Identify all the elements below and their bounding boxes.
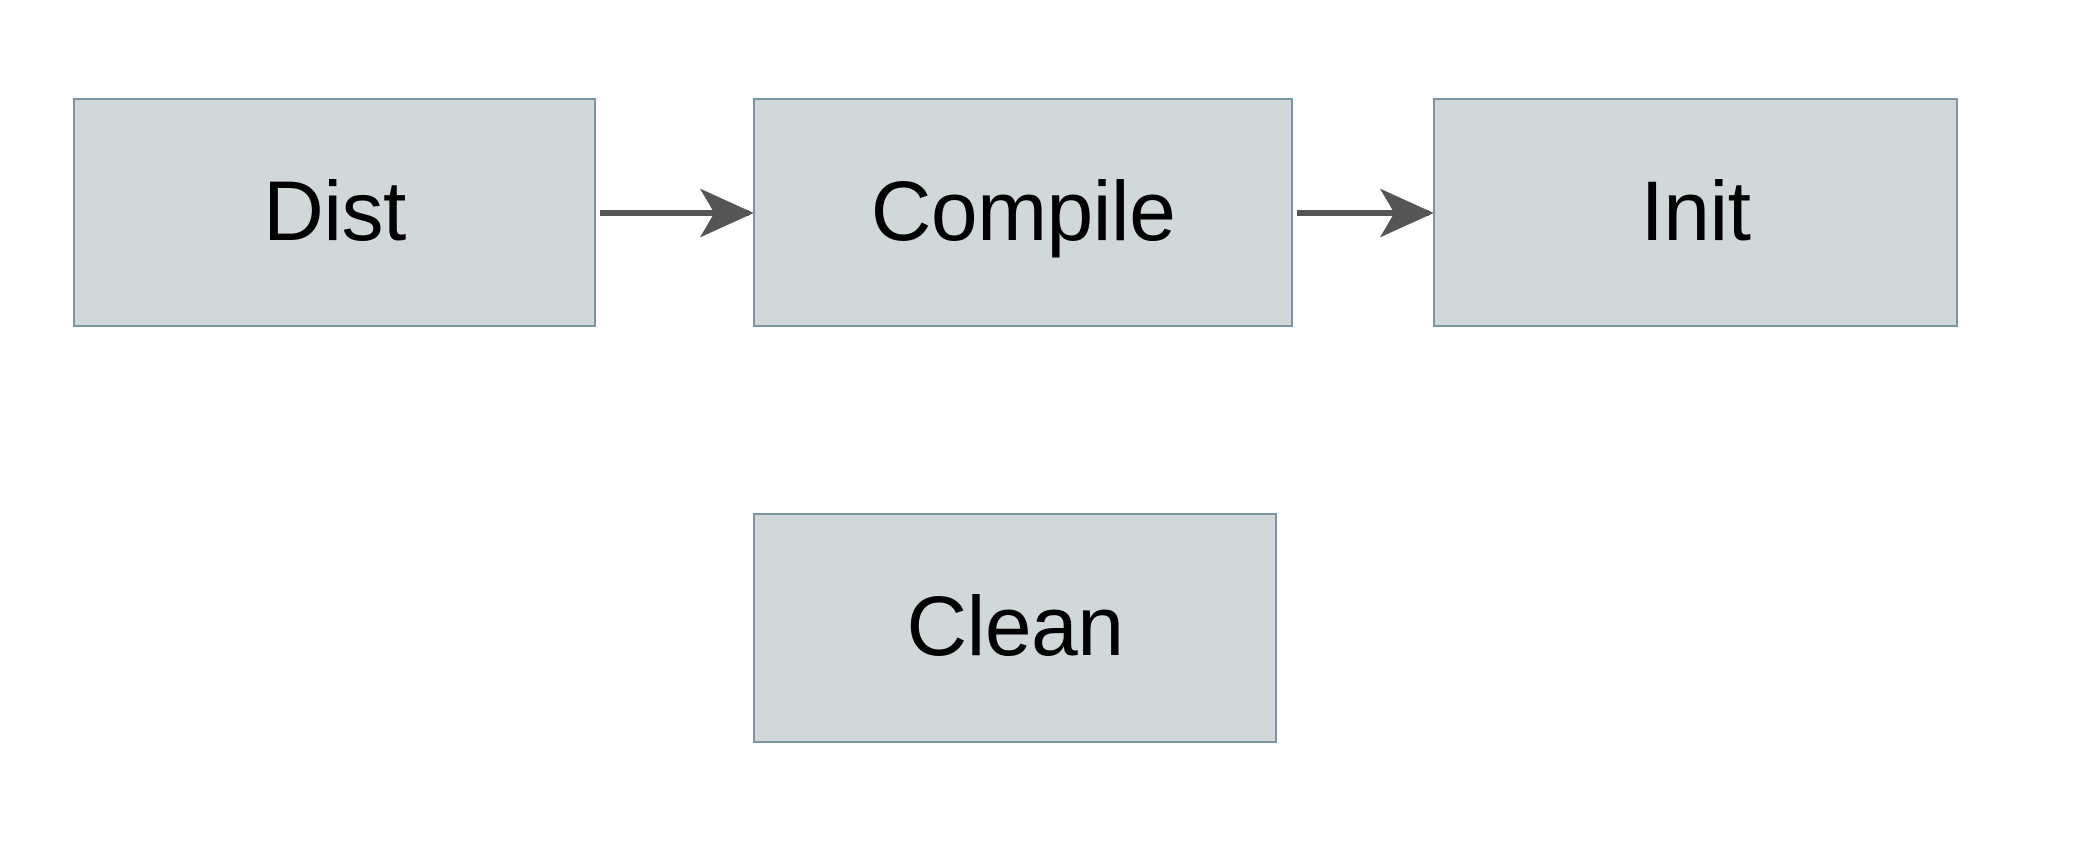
node-compile-label: Compile (870, 163, 1176, 258)
node-init[interactable]: Init (1433, 98, 1958, 327)
node-dist[interactable]: Dist (73, 98, 596, 327)
node-clean-label: Clean (906, 579, 1124, 673)
node-compile[interactable]: Compile (753, 98, 1293, 327)
node-init-label: Init (1640, 163, 1751, 258)
node-clean[interactable]: Clean (753, 513, 1277, 743)
node-dist-label: Dist (263, 163, 406, 258)
